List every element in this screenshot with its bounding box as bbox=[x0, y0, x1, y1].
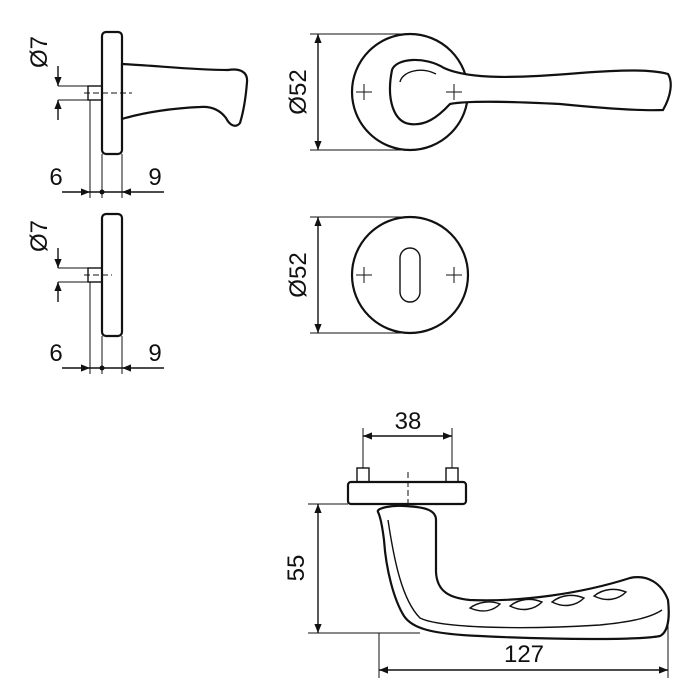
dim-left-bottom: 6 bbox=[49, 340, 62, 367]
dim-pin-diameter-top: Ø7 bbox=[26, 36, 53, 68]
dim-left-top: 6 bbox=[49, 164, 62, 191]
base-plate-top bbox=[346, 480, 468, 506]
grip-groove bbox=[508, 598, 544, 611]
dim-lever-height: 55 bbox=[283, 555, 310, 582]
front-view-lever: Ø52 bbox=[285, 32, 672, 152]
front-view-escutcheon: Ø52 bbox=[285, 215, 470, 335]
top-view-lever: 38 55 127 bbox=[283, 408, 670, 678]
dim-right-bottom: 9 bbox=[148, 340, 161, 367]
grip-groove bbox=[468, 601, 502, 612]
grip-groove bbox=[592, 588, 628, 601]
dim-lever-length: 127 bbox=[504, 641, 544, 668]
lever-side-profile bbox=[120, 62, 249, 127]
side-view-escutcheon: Ø7 6 9 bbox=[26, 212, 164, 374]
side-view-lever: Ø7 6 9 bbox=[26, 30, 249, 198]
dim-rose-diameter: Ø52 bbox=[285, 69, 312, 114]
dim-escutcheon-diameter: Ø52 bbox=[285, 252, 312, 297]
dim-pin-diameter-bottom: Ø7 bbox=[26, 220, 53, 252]
keyhole-slot bbox=[399, 247, 421, 303]
dim-right-top: 9 bbox=[148, 164, 161, 191]
lever-front bbox=[388, 58, 672, 126]
lever-neck-detail bbox=[399, 69, 437, 83]
screw-post-left bbox=[356, 467, 370, 483]
lever-inner-edge bbox=[387, 519, 663, 629]
dim-screw-spacing: 38 bbox=[395, 408, 422, 435]
screw-post-right bbox=[445, 467, 459, 483]
grip-groove bbox=[550, 594, 586, 607]
lever-top-profile bbox=[376, 504, 670, 641]
